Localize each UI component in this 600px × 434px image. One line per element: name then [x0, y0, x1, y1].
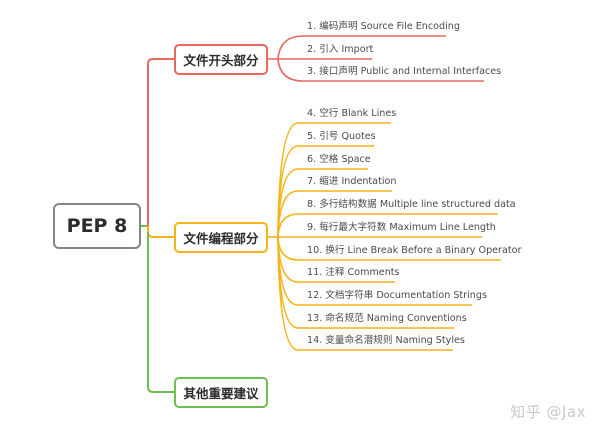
leaf-max-line-length[interactable]: 9. 每行最大字符数 Maximum Line Length — [307, 222, 496, 233]
root-label: PEP 8 — [66, 215, 128, 237]
branch-label: 文件开头部分 — [183, 53, 259, 68]
branch-1-leaf-connectors — [268, 35, 484, 82]
branch-1-connector — [147, 58, 174, 226]
branch-node-file-coding[interactable]: 文件编程部分 — [174, 222, 268, 253]
leaf-indentation[interactable]: 7. 缩进 Indentation — [307, 176, 397, 187]
branch-node-file-header[interactable]: 文件开头部分 — [174, 44, 268, 75]
leaf-line-break[interactable]: 10. 换行 Line Break Before a Binary Operat… — [307, 245, 522, 256]
leaf-interfaces[interactable]: 3. 接口声明 Public and Internal Interfaces — [307, 66, 502, 77]
leaf-source-file-encoding[interactable]: 1. 编码声明 Source File Encoding — [307, 21, 460, 32]
branch-2-leaf-connectors — [268, 122, 501, 351]
branch-label: 其他重要建议 — [183, 386, 259, 401]
leaf-naming-styles[interactable]: 14. 变量命名潜规则 Naming Styles — [307, 335, 465, 346]
leaf-multiline-data[interactable]: 8. 多行结构数据 Multiple line structured data — [307, 199, 516, 210]
branch-3-connector — [147, 232, 174, 393]
leaf-blank-lines[interactable]: 4. 空行 Blank Lines — [307, 108, 397, 119]
watermark: 知乎 @Jax — [510, 403, 586, 421]
leaf-naming-conventions[interactable]: 13. 命名规范 Naming Conventions — [307, 313, 467, 324]
branch-label: 文件编程部分 — [183, 231, 259, 246]
leaf-space[interactable]: 6. 空格 Space — [307, 154, 371, 165]
leaf-docstrings[interactable]: 12. 文档字符串 Documentation Strings — [307, 290, 487, 301]
branch-node-other-advice[interactable]: 其他重要建议 — [174, 377, 268, 408]
leaf-import[interactable]: 2. 引入 Import — [307, 44, 374, 55]
branch-2-connector — [147, 226, 174, 238]
root-node[interactable]: PEP 8 — [53, 203, 141, 249]
leaf-comments[interactable]: 11. 注释 Comments — [307, 267, 400, 278]
leaf-quotes[interactable]: 5. 引号 Quotes — [307, 131, 376, 142]
